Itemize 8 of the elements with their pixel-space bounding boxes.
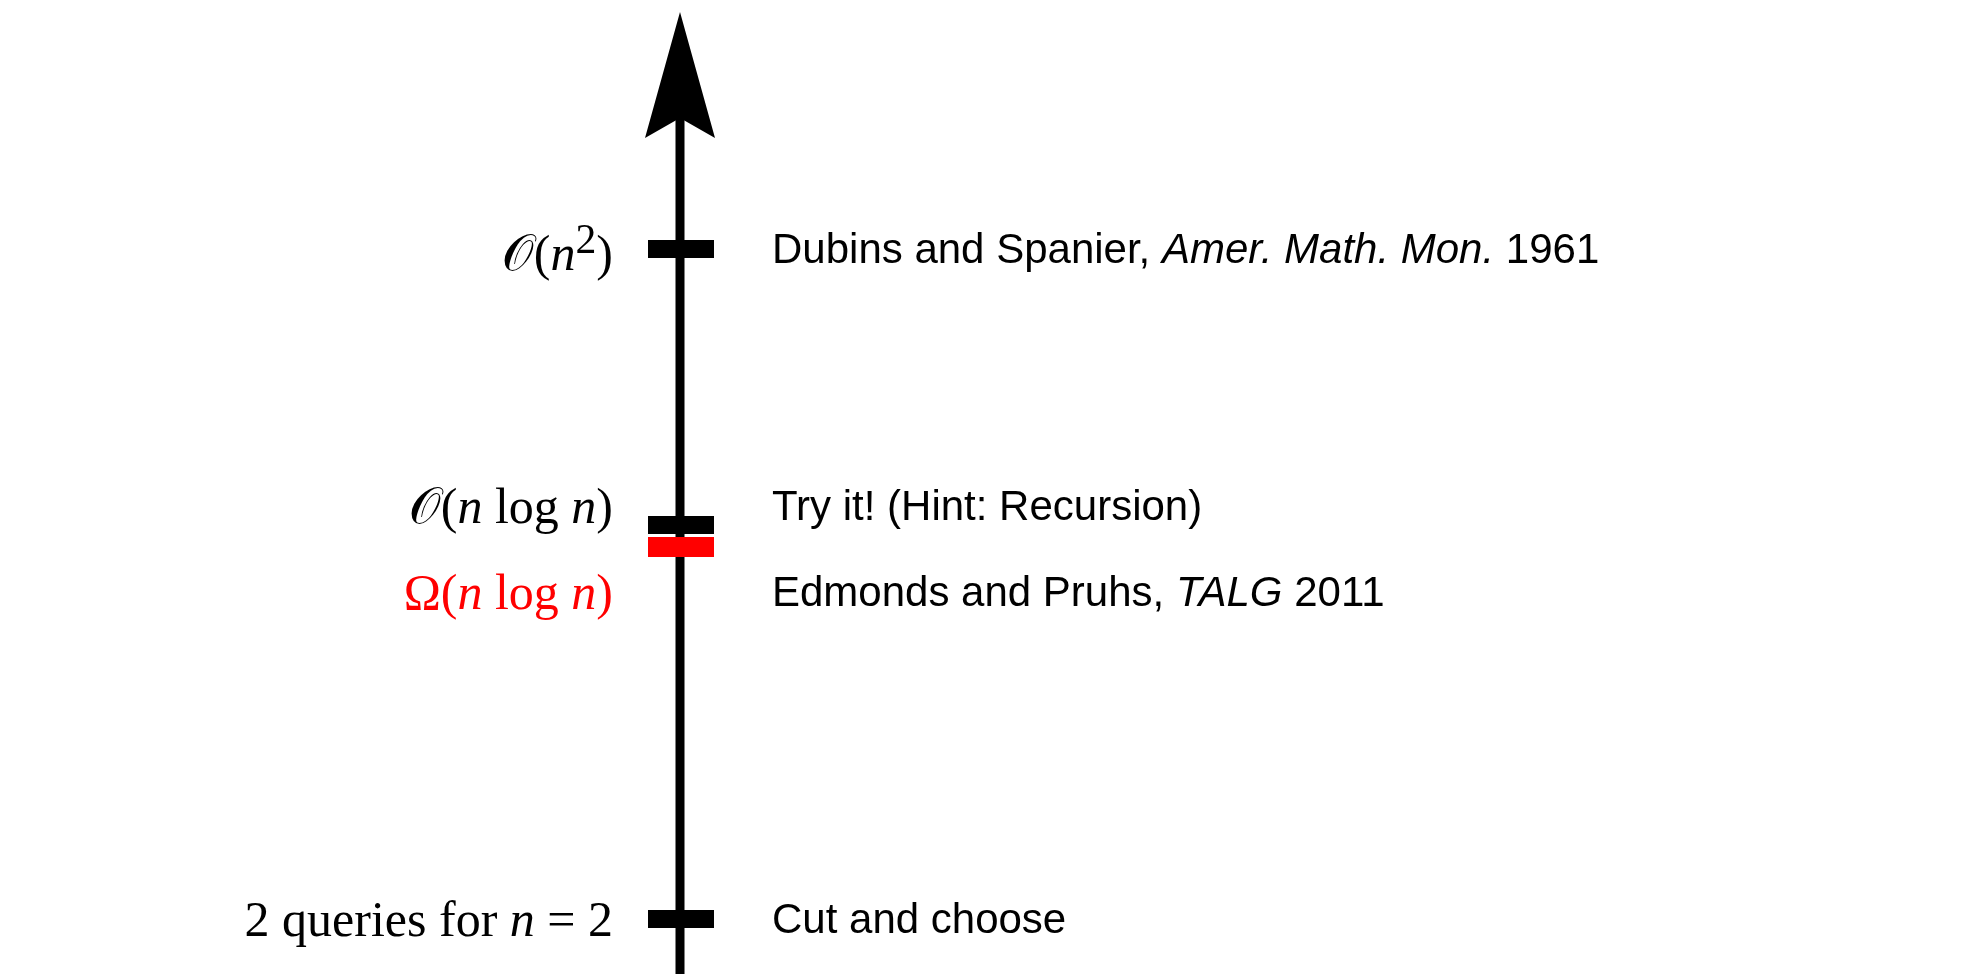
bound-label: 𝒪(n log n) (408, 478, 613, 534)
reference-text: Cut and choose (772, 895, 1067, 943)
reference-text: Edmonds and Pruhs, TALG 2011 (772, 568, 1385, 616)
reference-text: Dubins and Spanier, Amer. Math. Mon. 1961 (772, 225, 1600, 273)
bound-label: 2 queries for n = 2 (244, 891, 613, 947)
reference-text: Try it! (Hint: Recursion) (772, 482, 1203, 530)
bound-label: 𝒪(n$^{2}$) (501, 216, 613, 282)
bound-label: Ω(n log n) (403, 564, 613, 620)
